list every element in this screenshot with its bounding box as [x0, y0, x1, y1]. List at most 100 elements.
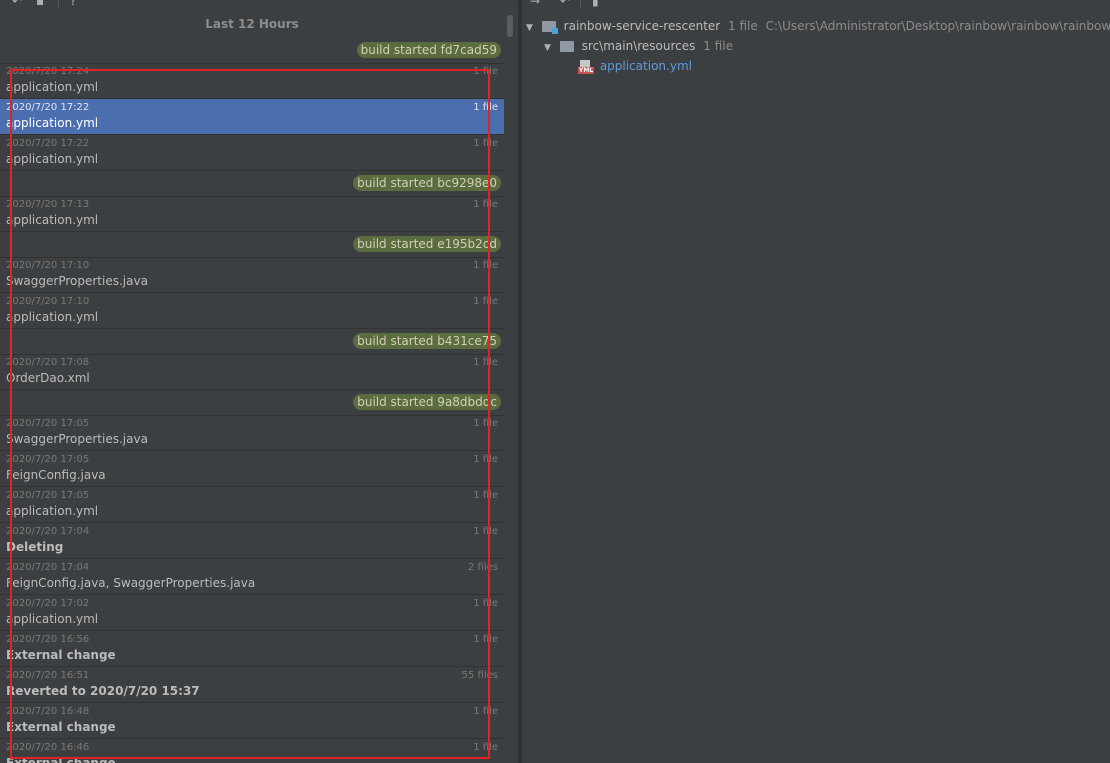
tree-file-row[interactable]: YML application.yml [578, 56, 692, 76]
entry-label: application.yml [6, 310, 99, 324]
entry-file-count: 1 file [473, 260, 498, 271]
entry-file-count: 1 file [473, 296, 498, 307]
build-badge: build started fd7cad59 [356, 42, 501, 58]
scrollbar-thumb[interactable] [507, 15, 513, 37]
build-marker-row[interactable]: build started bc9298e0 [0, 171, 504, 197]
expand-arrow-icon[interactable]: ▼ [544, 43, 551, 53]
expand-tree-icon[interactable]: ▮ [592, 0, 599, 8]
entry-time: 2020/7/20 17:08 [6, 357, 90, 368]
build-marker-row[interactable]: build started fd7cad59 [0, 38, 504, 64]
entry-label: application.yml [6, 116, 99, 130]
entry-label: application.yml [6, 213, 99, 227]
entry-time: 2020/7/20 16:48 [6, 706, 90, 717]
entry-time: 2020/7/20 16:46 [6, 742, 90, 753]
yml-file-icon: YML [578, 59, 595, 74]
entry-time: 2020/7/20 16:51 [6, 670, 90, 681]
entry-label: External change [6, 756, 116, 763]
entry-time: 2020/7/20 17:24 [6, 66, 90, 77]
vertical-scrollbar[interactable] [505, 10, 515, 763]
toolbar-separator-2 [580, 0, 581, 9]
module-name: rainbow-service-rescenter [563, 19, 721, 33]
save-icon[interactable]: ▪ [36, 0, 45, 8]
entry-label: SwaggerProperties.java [6, 274, 148, 288]
entry-time: 2020/7/20 17:05 [6, 418, 90, 429]
local-history-list[interactable]: Last 12 Hours build started fd7cad59 2020… [0, 10, 504, 763]
entry-time: 2020/7/20 17:05 [6, 454, 90, 465]
entry-label: application.yml [6, 504, 99, 518]
entry-file-count: 2 files [468, 562, 498, 573]
yml-file-icon-page [580, 59, 590, 72]
file-name[interactable]: application.yml [599, 59, 692, 73]
help-icon[interactable]: ? [70, 0, 77, 8]
history-entry[interactable]: 2020/7/20 17:10 1 file application.yml [0, 293, 504, 329]
undo-icon[interactable]: ↶ [560, 0, 571, 8]
entry-file-count: 1 file [473, 138, 498, 149]
entry-label: SwaggerProperties.java [6, 432, 148, 446]
entry-file-count: 1 file [473, 742, 498, 753]
module-path: C:\Users\Administrator\Desktop\rainbow\r… [765, 19, 1110, 33]
entry-label: application.yml [6, 612, 99, 626]
entry-time: 2020/7/20 17:10 [6, 260, 90, 271]
prev-diff-icon[interactable]: → [530, 0, 541, 8]
toolbar: ↶ ▪ ? → ↶ ▮ [0, 0, 1110, 10]
group-header: Last 12 Hours [205, 17, 299, 31]
build-badge: build started 9a8dbddc [353, 394, 501, 410]
build-badge: build started bc9298e0 [353, 175, 501, 191]
revert-icon[interactable]: ↶ [12, 0, 23, 8]
folder-count: 1 file [703, 39, 733, 53]
entry-file-count: 1 file [473, 357, 498, 368]
entry-label: FeignConfig.java [6, 468, 106, 482]
build-badge: build started b431ce75 [353, 333, 501, 349]
entry-label: Reverted to 2020/7/20 15:37 [6, 684, 200, 698]
entry-file-count: 1 file [473, 634, 498, 645]
entry-label: Deleting [6, 540, 64, 554]
entry-file-count: 1 file [473, 454, 498, 465]
entry-time: 2020/7/20 16:56 [6, 634, 90, 645]
entry-time: 2020/7/20 17:10 [6, 296, 90, 307]
history-entry[interactable]: 2020/7/20 17:22 1 file application.yml [0, 135, 504, 171]
entry-label: FeignConfig.java, SwaggerProperties.java [6, 576, 256, 590]
entry-label: OrderDao.xml [6, 371, 90, 385]
entry-file-count: 1 file [473, 706, 498, 717]
entry-time: 2020/7/20 17:22 [6, 102, 90, 113]
entry-file-count: 1 file [473, 526, 498, 537]
entry-label: External change [6, 720, 116, 734]
toolbar-separator [58, 0, 59, 9]
folder-icon [559, 41, 574, 52]
entry-time: 2020/7/20 17:02 [6, 598, 90, 609]
tree-module-row[interactable]: ▼ rainbow-service-rescenter 1 file C:\Us… [526, 16, 1110, 36]
folder-name: src\main\resources [581, 39, 696, 53]
entry-time: 2020/7/20 17:22 [6, 138, 90, 149]
expand-arrow-icon[interactable]: ▼ [526, 23, 533, 33]
entry-file-count: 1 file [473, 418, 498, 429]
entry-label: application.yml [6, 152, 99, 166]
entry-time: 2020/7/20 17:05 [6, 490, 90, 501]
tree-folder-row[interactable]: ▼ src\main\resources 1 file [544, 36, 733, 56]
build-marker-row[interactable]: build started 9a8dbddc [0, 390, 504, 416]
entry-time: 2020/7/20 17:13 [6, 199, 90, 210]
build-marker-row[interactable]: build started e195b2cd [0, 232, 504, 258]
yml-file-icon-label: YML [578, 66, 595, 74]
splitter[interactable] [518, 0, 522, 763]
changed-files-tree[interactable]: ▼ rainbow-service-rescenter 1 file C:\Us… [522, 10, 1110, 763]
build-marker-row[interactable]: build started b431ce75 [0, 329, 504, 355]
module-folder-icon [541, 21, 558, 34]
entry-file-count: 55 files [461, 670, 498, 681]
entry-time: 2020/7/20 17:04 [6, 562, 90, 573]
build-badge: build started e195b2cd [353, 236, 501, 252]
